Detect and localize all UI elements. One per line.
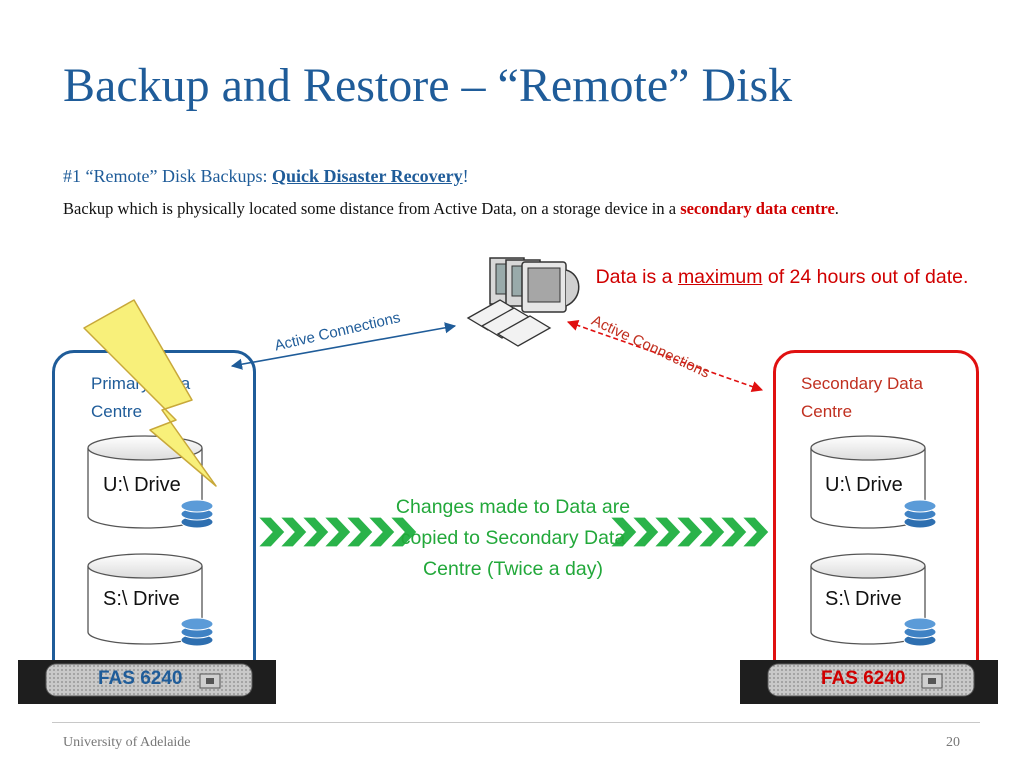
database-stack-icon	[180, 617, 214, 647]
note-underlined: maximum	[677, 266, 763, 288]
database-stack-icon	[903, 617, 937, 647]
replication-description: Changes made to Data are copied to Secon…	[395, 496, 631, 580]
active-connection-line-right	[566, 320, 764, 392]
slide-title: Backup and Restore – “Remote” Disk	[63, 59, 793, 112]
secondary-s-drive-cylinder	[810, 553, 926, 645]
body-text: Backup which is physically located some …	[63, 198, 903, 220]
maximum-age-note: Data is a maximum of 24 hours out of dat…	[592, 262, 972, 292]
primary-s-drive-label: S:\ Drive	[103, 588, 180, 610]
subheading-emphasis: Quick Disaster Recovery	[271, 166, 463, 186]
active-connection-line-left	[230, 322, 457, 370]
subheading: #1 “Remote” Disk Backups: Quick Disaster…	[63, 166, 469, 187]
secondary-u-drive-label: U:\ Drive	[825, 474, 903, 496]
subheading-suffix: !	[462, 166, 469, 186]
storage-appliance-icon	[18, 660, 276, 704]
note-prefix: Data is a	[595, 266, 678, 288]
primary-u-drive-label: U:\ Drive	[103, 474, 181, 496]
chevron-arrows-icon	[256, 516, 418, 548]
footer-institution: University of Adelaide	[63, 735, 191, 750]
body-text-end: .	[834, 199, 839, 218]
secondary-u-drive-cylinder	[810, 435, 926, 529]
subheading-prefix: #1 “Remote” Disk Backups:	[63, 166, 272, 186]
database-stack-icon	[903, 499, 937, 529]
chevron-arrows-icon	[608, 516, 770, 548]
body-text-highlight: secondary data centre	[680, 199, 835, 218]
body-text-main: Backup which is physically located some …	[63, 199, 681, 218]
footer-divider	[52, 722, 980, 723]
page-number: 20	[946, 735, 960, 750]
workstation-cluster-icon	[466, 257, 580, 347]
database-stack-icon	[180, 499, 214, 529]
secondary-s-drive-label: S:\ Drive	[825, 588, 902, 610]
secondary-device-label: FAS 6240	[821, 668, 906, 689]
note-suffix: of 24 hours out of date.	[762, 266, 969, 288]
primary-s-drive-cylinder	[87, 553, 203, 645]
storage-appliance-icon	[740, 660, 998, 704]
primary-device-label: FAS 6240	[98, 668, 183, 689]
secondary-data-centre-label: Secondary Data Centre	[801, 374, 923, 421]
